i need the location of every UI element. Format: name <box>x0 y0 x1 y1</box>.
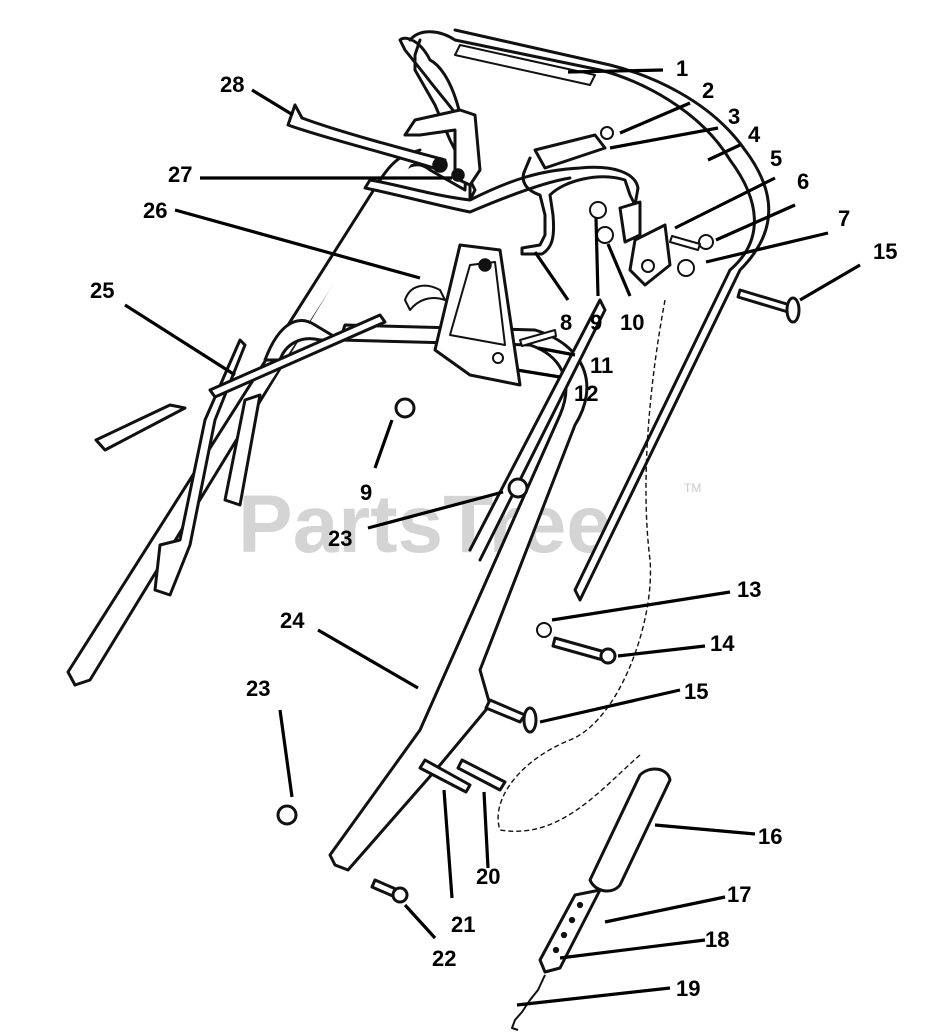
callout-15-top: 15 <box>873 239 897 264</box>
callout-24: 24 <box>280 608 305 633</box>
callout-9-mid: 9 <box>360 480 372 505</box>
callout-5: 5 <box>770 146 782 171</box>
control-rod <box>363 156 640 256</box>
loose-nuts <box>276 397 529 826</box>
callout-20: 20 <box>476 864 500 889</box>
callout-18: 18 <box>705 927 729 952</box>
callout-16: 16 <box>758 824 782 849</box>
callout-27: 27 <box>168 162 192 187</box>
lower-handle <box>153 298 607 872</box>
callout-10: 10 <box>620 310 644 335</box>
callout-19: 19 <box>676 976 700 1001</box>
callout-17: 17 <box>727 882 751 907</box>
callout-4: 4 <box>748 122 761 147</box>
base-bolts <box>370 758 507 904</box>
callout-12: 12 <box>574 381 598 406</box>
callout-14: 14 <box>710 631 735 656</box>
callout-3: 3 <box>728 104 740 129</box>
upper-bracket <box>403 108 482 187</box>
grip-tube <box>533 126 614 170</box>
lower-bolts <box>484 288 801 734</box>
callout-6: 6 <box>797 169 809 194</box>
callout-2: 2 <box>702 78 714 103</box>
callout-22: 22 <box>432 946 456 971</box>
callout-7: 7 <box>838 206 850 231</box>
callout-labels: 1 2 3 4 5 6 7 15 28 27 26 25 8 9 10 11 1… <box>90 56 897 1001</box>
callout-26: 26 <box>143 198 167 223</box>
callout-11: 11 <box>590 353 613 378</box>
callout-15-mid: 15 <box>684 679 708 704</box>
callout-8: 8 <box>560 310 572 335</box>
rod-and-spring <box>94 284 446 452</box>
cable <box>497 299 666 832</box>
callout-28: 28 <box>220 72 244 97</box>
callout-23-mid: 23 <box>328 526 352 551</box>
leader-lines <box>124 68 861 1007</box>
callout-13: 13 <box>737 577 761 602</box>
watermark-text: PartsTree <box>238 479 612 570</box>
callout-9-top: 9 <box>590 310 602 335</box>
watermark-trademark: TM <box>684 481 701 495</box>
control-bracket <box>589 200 714 287</box>
mounting-plate <box>433 243 557 387</box>
callout-1: 1 <box>676 56 688 81</box>
callout-21: 21 <box>451 912 475 937</box>
callout-23-low: 23 <box>246 676 270 701</box>
callout-25: 25 <box>90 278 114 303</box>
